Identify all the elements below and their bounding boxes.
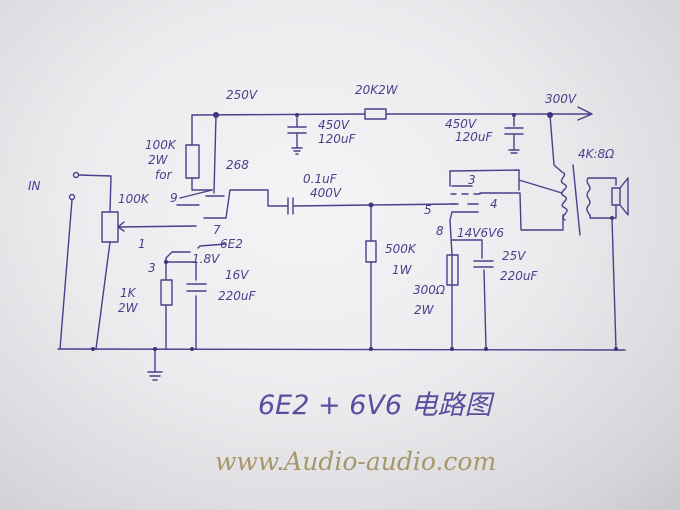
- tube-6e2: [165, 114, 289, 259]
- label-plate-r-power: 2W: [148, 153, 169, 167]
- label-cathode-voltage: 1.8V: [192, 252, 220, 266]
- grid-resistor: [365, 240, 377, 263]
- label-coupling-cap-voltage: 400V: [310, 186, 342, 200]
- cathode-cap-2: [473, 260, 494, 268]
- node: [614, 347, 618, 351]
- input-wires: [59, 174, 112, 350]
- label-20k2w: 20K2W: [355, 83, 399, 97]
- label-pin-7: 7: [213, 223, 221, 237]
- label-pin-1: 1: [138, 237, 146, 251]
- plate-resistor: [185, 144, 200, 179]
- node: [484, 347, 488, 351]
- label-6v6-pin-5: 5: [424, 203, 432, 217]
- node: [369, 347, 373, 351]
- tube-6v6: [449, 169, 564, 256]
- node: [91, 347, 95, 351]
- label-rk2-power: 2W: [414, 303, 435, 317]
- watermark: www.Audio-audio.com: [215, 447, 496, 476]
- speaker-return: [611, 217, 617, 350]
- label-6v6-cathode: 14V6V6: [457, 226, 504, 240]
- transformer-core: [572, 164, 581, 236]
- volume-pot: [101, 211, 119, 243]
- label-pin-268: 268: [226, 158, 249, 172]
- b-plus-rail: [191, 106, 593, 121]
- cathode-1-wires: [165, 257, 197, 350]
- label-rk1-power: 2W: [118, 301, 139, 315]
- output-transformer-secondary: [586, 177, 617, 219]
- label-ck2-voltage: 25V: [502, 249, 526, 263]
- output-transformer-primary: [518, 114, 568, 221]
- label-rk2: 300Ω: [413, 283, 446, 297]
- cathode-2-wires: [451, 239, 487, 350]
- label-plate-r: 100K: [145, 138, 177, 152]
- node: [153, 347, 157, 351]
- label-cap2-value: 120uF: [455, 130, 494, 144]
- label-rk1: 1K: [120, 286, 137, 300]
- plate-wire: [191, 114, 213, 191]
- label-cap1-voltage: 450V: [318, 118, 350, 132]
- label-coupling-cap: 0.1uF: [303, 172, 338, 186]
- label-6v6-pin-8: 8: [436, 224, 444, 238]
- cathode-resistor-2: [446, 254, 459, 286]
- node: [450, 347, 454, 351]
- label-6v6-pin-3: 3: [468, 173, 476, 187]
- pot-wiper: [95, 221, 197, 350]
- label-cap1-value: 120uF: [318, 132, 357, 146]
- label-in: IN: [28, 179, 41, 193]
- label-ck1-value: 220uF: [218, 289, 257, 303]
- label-plate-r-note: for: [155, 168, 173, 182]
- cathode-cap-1: [186, 283, 207, 292]
- label-6v6-pin-4: 4: [490, 197, 498, 211]
- label-250v: 250V: [226, 88, 258, 102]
- ground-rail: [57, 348, 626, 351]
- node: [190, 347, 194, 351]
- label-grid-r-power: 1W: [392, 263, 413, 277]
- label-pin-9: 9: [170, 191, 178, 205]
- speaker-icon: [611, 177, 629, 216]
- label-cap2-voltage: 450V: [445, 117, 477, 131]
- label-ot: 4K:8Ω: [578, 147, 615, 161]
- label-pin-3: 3: [148, 261, 156, 275]
- label-tube-6e2: 6E2: [220, 237, 243, 251]
- label-300v: 300V: [545, 92, 577, 106]
- diagram-title: 6E2 + 6V6 电路图: [258, 390, 496, 421]
- input-terminal: [72, 171, 80, 179]
- label-ck1-voltage: 16V: [225, 268, 249, 282]
- node: [164, 260, 168, 264]
- input-ground-terminal: [68, 193, 76, 201]
- cathode-resistor-1: [160, 279, 173, 306]
- label-ck2-value: 220uF: [500, 269, 539, 283]
- label-grid-r: 500K: [385, 242, 417, 256]
- label-pot: 100K: [118, 192, 150, 206]
- resistor-20k: [364, 108, 387, 120]
- filter-cap-2: [504, 114, 524, 154]
- ground-symbol: [147, 348, 163, 381]
- filter-cap-1: [287, 114, 307, 155]
